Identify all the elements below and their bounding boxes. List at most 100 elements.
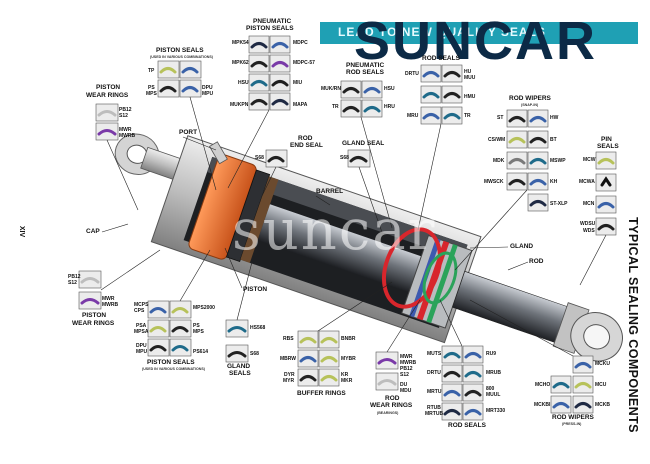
gland-top-title: GLAND SEAL (342, 140, 385, 147)
code: DYR (284, 372, 295, 378)
rod-end-title-2: END SEAL (290, 142, 323, 149)
code: S68 (255, 155, 264, 161)
code: S68 (250, 351, 259, 357)
code: BNBR (341, 336, 356, 342)
code: MWSCK (484, 179, 504, 185)
piston-seals-top-note: (USED IN VARIOUS COMBINATIONS) (150, 55, 213, 59)
code: CPS (134, 308, 145, 314)
leader-lines (100, 96, 607, 357)
code: PSA (136, 323, 147, 329)
code: MDPC-57 (293, 60, 315, 66)
code: DPU (202, 85, 213, 91)
code: WDS (583, 228, 595, 234)
code: PS (193, 323, 200, 329)
code: MPS2000 (193, 305, 215, 311)
code: MPS (146, 91, 157, 97)
label-piston: PISTON (243, 286, 268, 293)
pneumatic-rod-title-2: ROD SEALS (346, 69, 384, 76)
label-gland: GLAND (510, 243, 534, 250)
gland-bottom-title-1: GLAND (227, 363, 251, 370)
code: PB12 (68, 274, 81, 280)
glide-ring (422, 251, 458, 305)
code: DU (400, 382, 408, 388)
code: MAPA (293, 102, 308, 108)
code: MCWA (579, 179, 595, 185)
code: MRTU (427, 389, 442, 395)
code: MUUL (486, 392, 501, 398)
code: MWRB (119, 133, 136, 139)
code: PS (148, 85, 155, 91)
code: KH (550, 179, 558, 185)
buffer-rings-title: BUFFER RINGS (297, 390, 346, 397)
code: MWRB (400, 360, 417, 366)
tagline-text: LEAD TO NEW QUALITY SEALS (338, 25, 546, 39)
code: MYR (283, 378, 295, 384)
piston-seals-top-title: PISTON SEALS (156, 47, 204, 54)
brand-logo: SUNCAR (354, 11, 598, 71)
pneumatic-rod-title-1: PNEUMATIC (346, 62, 385, 69)
code: MPSA (134, 329, 149, 335)
code: PB12 (119, 107, 132, 113)
code: MIU (293, 80, 303, 86)
rod-wipers-press-note: (PRESS-IN) (562, 422, 582, 426)
code: MPU (202, 91, 214, 97)
code: MCKB (595, 402, 610, 408)
code: MRTUB (425, 411, 444, 417)
code: S12 (119, 113, 128, 119)
pneumatic-piston-title-1: PNEUMATIC (253, 18, 292, 25)
page-marker: XIV (18, 225, 26, 238)
code: DRTU (405, 71, 419, 77)
code: RU9 (486, 351, 497, 357)
code: HW (550, 115, 559, 121)
code: RBS (283, 336, 294, 342)
code: MUKPN (230, 102, 249, 108)
code: MCHO (535, 382, 551, 388)
code: MRUB (486, 370, 501, 376)
rod-seal-ring (381, 227, 443, 309)
code: MCU (595, 382, 607, 388)
code: MCKBI (534, 402, 551, 408)
code: CS/WM (488, 137, 506, 143)
code: MWRB (102, 302, 119, 308)
code: MWR (400, 354, 413, 360)
tagline-banner (320, 22, 638, 44)
code: HRU (384, 104, 395, 110)
rod-wipers-note: (SNAP-IN) (521, 103, 539, 107)
pin-seals-title-1: PIN (601, 136, 612, 143)
code: MUU (464, 75, 476, 81)
code: MDK (493, 158, 505, 164)
code: HS568 (250, 325, 266, 331)
rod-end-title-1: ROD (298, 135, 313, 142)
rod-wipers-title: ROD WIPERS (509, 95, 551, 102)
rod-wear-title-2: WEAR RINGS (370, 402, 413, 409)
piston-wear-bottom-title-1: PISTON (82, 312, 107, 319)
code: MSWP (550, 158, 566, 164)
code: S68 (340, 155, 349, 161)
code: MPK62 (232, 60, 249, 66)
code: RTUB (427, 405, 441, 411)
rod-seals-top-title: ROD SEALS (422, 55, 460, 62)
code: S12 (400, 372, 409, 378)
piston-seals-bottom-title: PISTON SEALS (147, 359, 195, 366)
pneumatic-piston-title-2: PISTON SEALS (246, 25, 294, 32)
code: MPU (136, 349, 148, 355)
code: MWR (119, 127, 132, 133)
piston-wear-bottom-title-2: WEAR RINGS (72, 320, 115, 327)
code: MRT330 (486, 408, 506, 414)
code: HSU (238, 80, 249, 86)
code: MPS (193, 329, 204, 335)
code: MUTS (427, 351, 442, 357)
rod-seals-bottom-title: ROD SEALS (448, 422, 486, 429)
piston-wear-top-title-1: PISTON (96, 84, 121, 91)
hydraulic-cylinder (114, 133, 623, 362)
code: 800 (486, 386, 495, 392)
poster-title: TYPICAL SEALING COMPONENTS (626, 217, 640, 433)
label-port: PORT (179, 129, 198, 136)
code: ST-XLP (550, 201, 568, 207)
label-rod: ROD (529, 258, 544, 265)
code: TP (148, 68, 155, 74)
code: MDU (400, 388, 412, 394)
code: MYBR (341, 356, 356, 362)
